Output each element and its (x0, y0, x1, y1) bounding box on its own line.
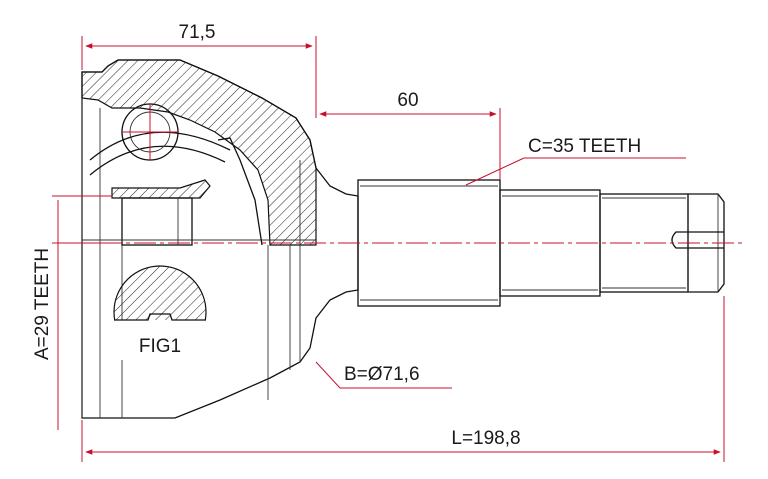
dimension-overall-width: 71,5 (81, 22, 317, 118)
dimension-overall-width-label: 71,5 (179, 22, 216, 43)
dimension-inner-spline-label: A=29 TEETH (32, 248, 53, 360)
dimension-abs-ring: B=Ø71,6 (315, 361, 452, 389)
figure-label: FIG1 (139, 336, 181, 357)
dimension-inner-spline: A=29 TEETH (32, 195, 112, 430)
dimension-total-length: L=198,8 (81, 296, 725, 462)
joint-housing (81, 59, 359, 419)
dimension-outer-spline-label: C=35 TEETH (528, 136, 641, 157)
dimension-shaft-length: 60 (319, 90, 501, 180)
dimension-shaft-length-label: 60 (397, 90, 418, 111)
dimension-outer-spline: C=35 TEETH (465, 136, 686, 186)
dimension-abs-ring-label: B=Ø71,6 (344, 364, 420, 385)
dimension-total-length-label: L=198,8 (451, 428, 520, 449)
